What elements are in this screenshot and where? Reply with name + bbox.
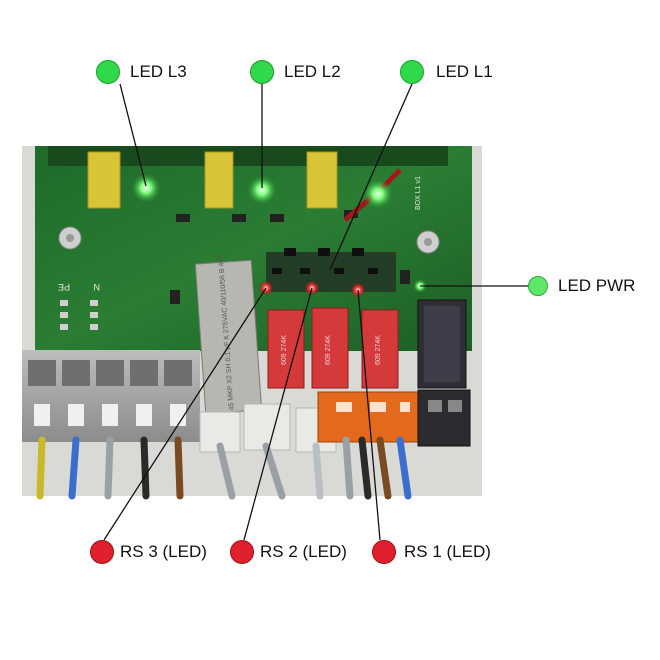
led-l1-marker-icon [400, 60, 424, 84]
led-l3-marker-icon [96, 60, 120, 84]
led-l2-marker-icon [250, 60, 274, 84]
red-relay: 609 274K [361, 309, 399, 389]
yellow-capacitor [87, 151, 121, 209]
rs1-label: RS 1 (LED) [404, 542, 491, 561]
rs3-label: RS 3 (LED) [120, 542, 207, 561]
red-relay: 609 274K [311, 307, 349, 389]
leader-lines [103, 83, 528, 541]
led-pwr-marker-icon [528, 276, 548, 296]
orange-terminal-block [317, 389, 471, 447]
rs2-marker-icon [230, 540, 254, 564]
led-pwr-label: LED PWR [558, 276, 636, 295]
red-relay: 609 274K [267, 309, 305, 389]
svg-text:BOX L1 v1: BOX L1 v1 [415, 176, 422, 210]
board-photo: PE N BOX L1 v1 AVR 45 MKP X2 SH 0,1 µF K… [22, 146, 482, 500]
terminal-block [22, 350, 200, 442]
led-l3-glow [131, 173, 161, 203]
led-l1-label: LED L1 [436, 62, 493, 81]
led-l1-glow [363, 179, 393, 209]
yellow-capacitor [306, 151, 338, 209]
led-l2-label: LED L2 [284, 62, 341, 81]
rs1-marker-icon [372, 540, 396, 564]
rs2-label: RS 2 (LED) [260, 542, 347, 561]
led-l2-glow [247, 175, 277, 205]
led-l3-label: LED L3 [130, 62, 187, 81]
svg-text:609 274K: 609 274K [281, 335, 288, 365]
yellow-capacitor [204, 151, 234, 209]
svg-text:N: N [94, 282, 101, 292]
rs3-marker-icon [90, 540, 114, 564]
svg-text:PE: PE [58, 282, 70, 292]
svg-text:609 274K: 609 274K [375, 335, 382, 365]
svg-text:609 274K: 609 274K [325, 335, 332, 365]
film-capacitor: AVR 45 MKP X2 SH 0,1 µF K 275VAC 40/110/… [194, 254, 263, 426]
